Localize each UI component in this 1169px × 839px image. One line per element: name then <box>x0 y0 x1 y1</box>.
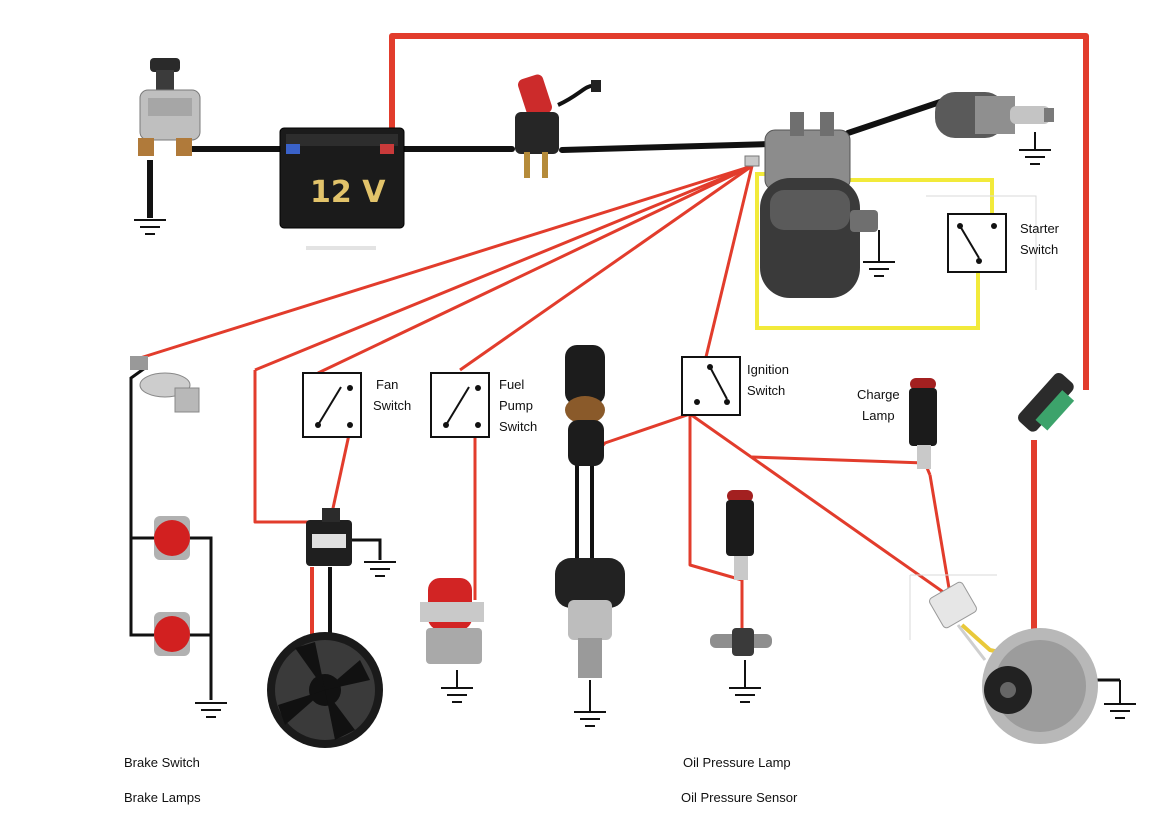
ignition-switch-label-line1: Ignition <box>747 362 789 377</box>
battery-isolator-switch[interactable] <box>138 58 201 156</box>
ground-symbol-starter-motor <box>1018 149 1052 165</box>
battery-cutoff-key[interactable] <box>515 73 601 178</box>
fan-switch-label-line2: Switch <box>373 398 412 413</box>
oil-pressure-lamp-label: Oil Pressure Lamp <box>683 755 791 770</box>
fan-switch-label-line1: Fan <box>376 377 399 392</box>
red-power-wires <box>139 33 1089 660</box>
alternator-connector <box>929 581 977 629</box>
ground-symbol-solenoid <box>862 261 896 277</box>
brake-lamp-upper <box>154 516 190 560</box>
alternator-fuse <box>1018 372 1075 432</box>
battery-voltage-label: 12 V <box>310 175 386 210</box>
main-black-bus <box>182 97 949 153</box>
starter-motor <box>935 92 1054 138</box>
starter-switch-label-line2: Switch <box>1020 242 1059 257</box>
starter-solenoid <box>744 112 878 298</box>
ground-symbol-distributor <box>573 711 607 727</box>
fan-switch-label: Fan Switch <box>373 374 412 416</box>
fuel-pump <box>420 578 484 664</box>
ground-symbol-oil-sensor <box>728 687 762 703</box>
alternator <box>982 628 1098 744</box>
oil-pressure-lamp <box>726 490 754 580</box>
black-wires <box>129 160 1120 700</box>
oil-pressure-sensor-label: Oil Pressure Sensor <box>681 790 798 805</box>
ignition-switch-label-line2: Switch <box>747 383 786 398</box>
ignition-coil <box>565 345 605 466</box>
brake-switch <box>130 356 200 413</box>
fuel-pump-switch-label: Fuel Pump Switch <box>499 374 537 437</box>
oil-pressure-sensor <box>710 628 772 656</box>
brake-lamps-label: Brake Lamps <box>124 790 201 805</box>
starter-switch-label-line1: Starter <box>1020 221 1060 236</box>
ground-symbol-alternator <box>1103 703 1137 719</box>
ignition-switch-label: Ignition Switch <box>747 359 789 401</box>
charge-lamp-label-line1: Charge <box>857 387 900 402</box>
brake-lamp-lower <box>154 612 190 656</box>
fuel-pump-switch-label-line2: Pump <box>499 398 533 413</box>
distributor <box>555 558 625 678</box>
brake-switch-label: Brake Switch <box>124 755 200 770</box>
ground-symbol-brake-lamps <box>194 702 228 718</box>
charge-lamp <box>909 378 937 469</box>
starter-switch-symbol[interactable] <box>947 213 1007 273</box>
charge-lamp-label: Charge Lamp <box>857 384 900 426</box>
starter-switch-label: Starter Switch <box>1020 218 1059 260</box>
faint-frame-lines <box>909 195 1037 640</box>
fuel-pump-switch-label-line1: Fuel <box>499 377 525 392</box>
ignition-switch-symbol[interactable] <box>681 356 741 416</box>
fuel-pump-switch-label-line3: Switch <box>499 419 538 434</box>
ground-symbol-relay <box>363 561 397 577</box>
ground-symbol-fuel-pump <box>440 687 474 703</box>
alternator-white-lead <box>956 624 987 661</box>
ground-symbol-battery <box>133 219 167 235</box>
charge-lamp-label-line2: Lamp <box>862 408 895 423</box>
battery: 12 V <box>279 127 405 250</box>
fan-relay <box>306 508 352 566</box>
cooling-fan <box>267 632 383 748</box>
fan-switch-symbol[interactable] <box>302 372 362 438</box>
fuel-pump-switch-symbol[interactable] <box>430 372 490 438</box>
